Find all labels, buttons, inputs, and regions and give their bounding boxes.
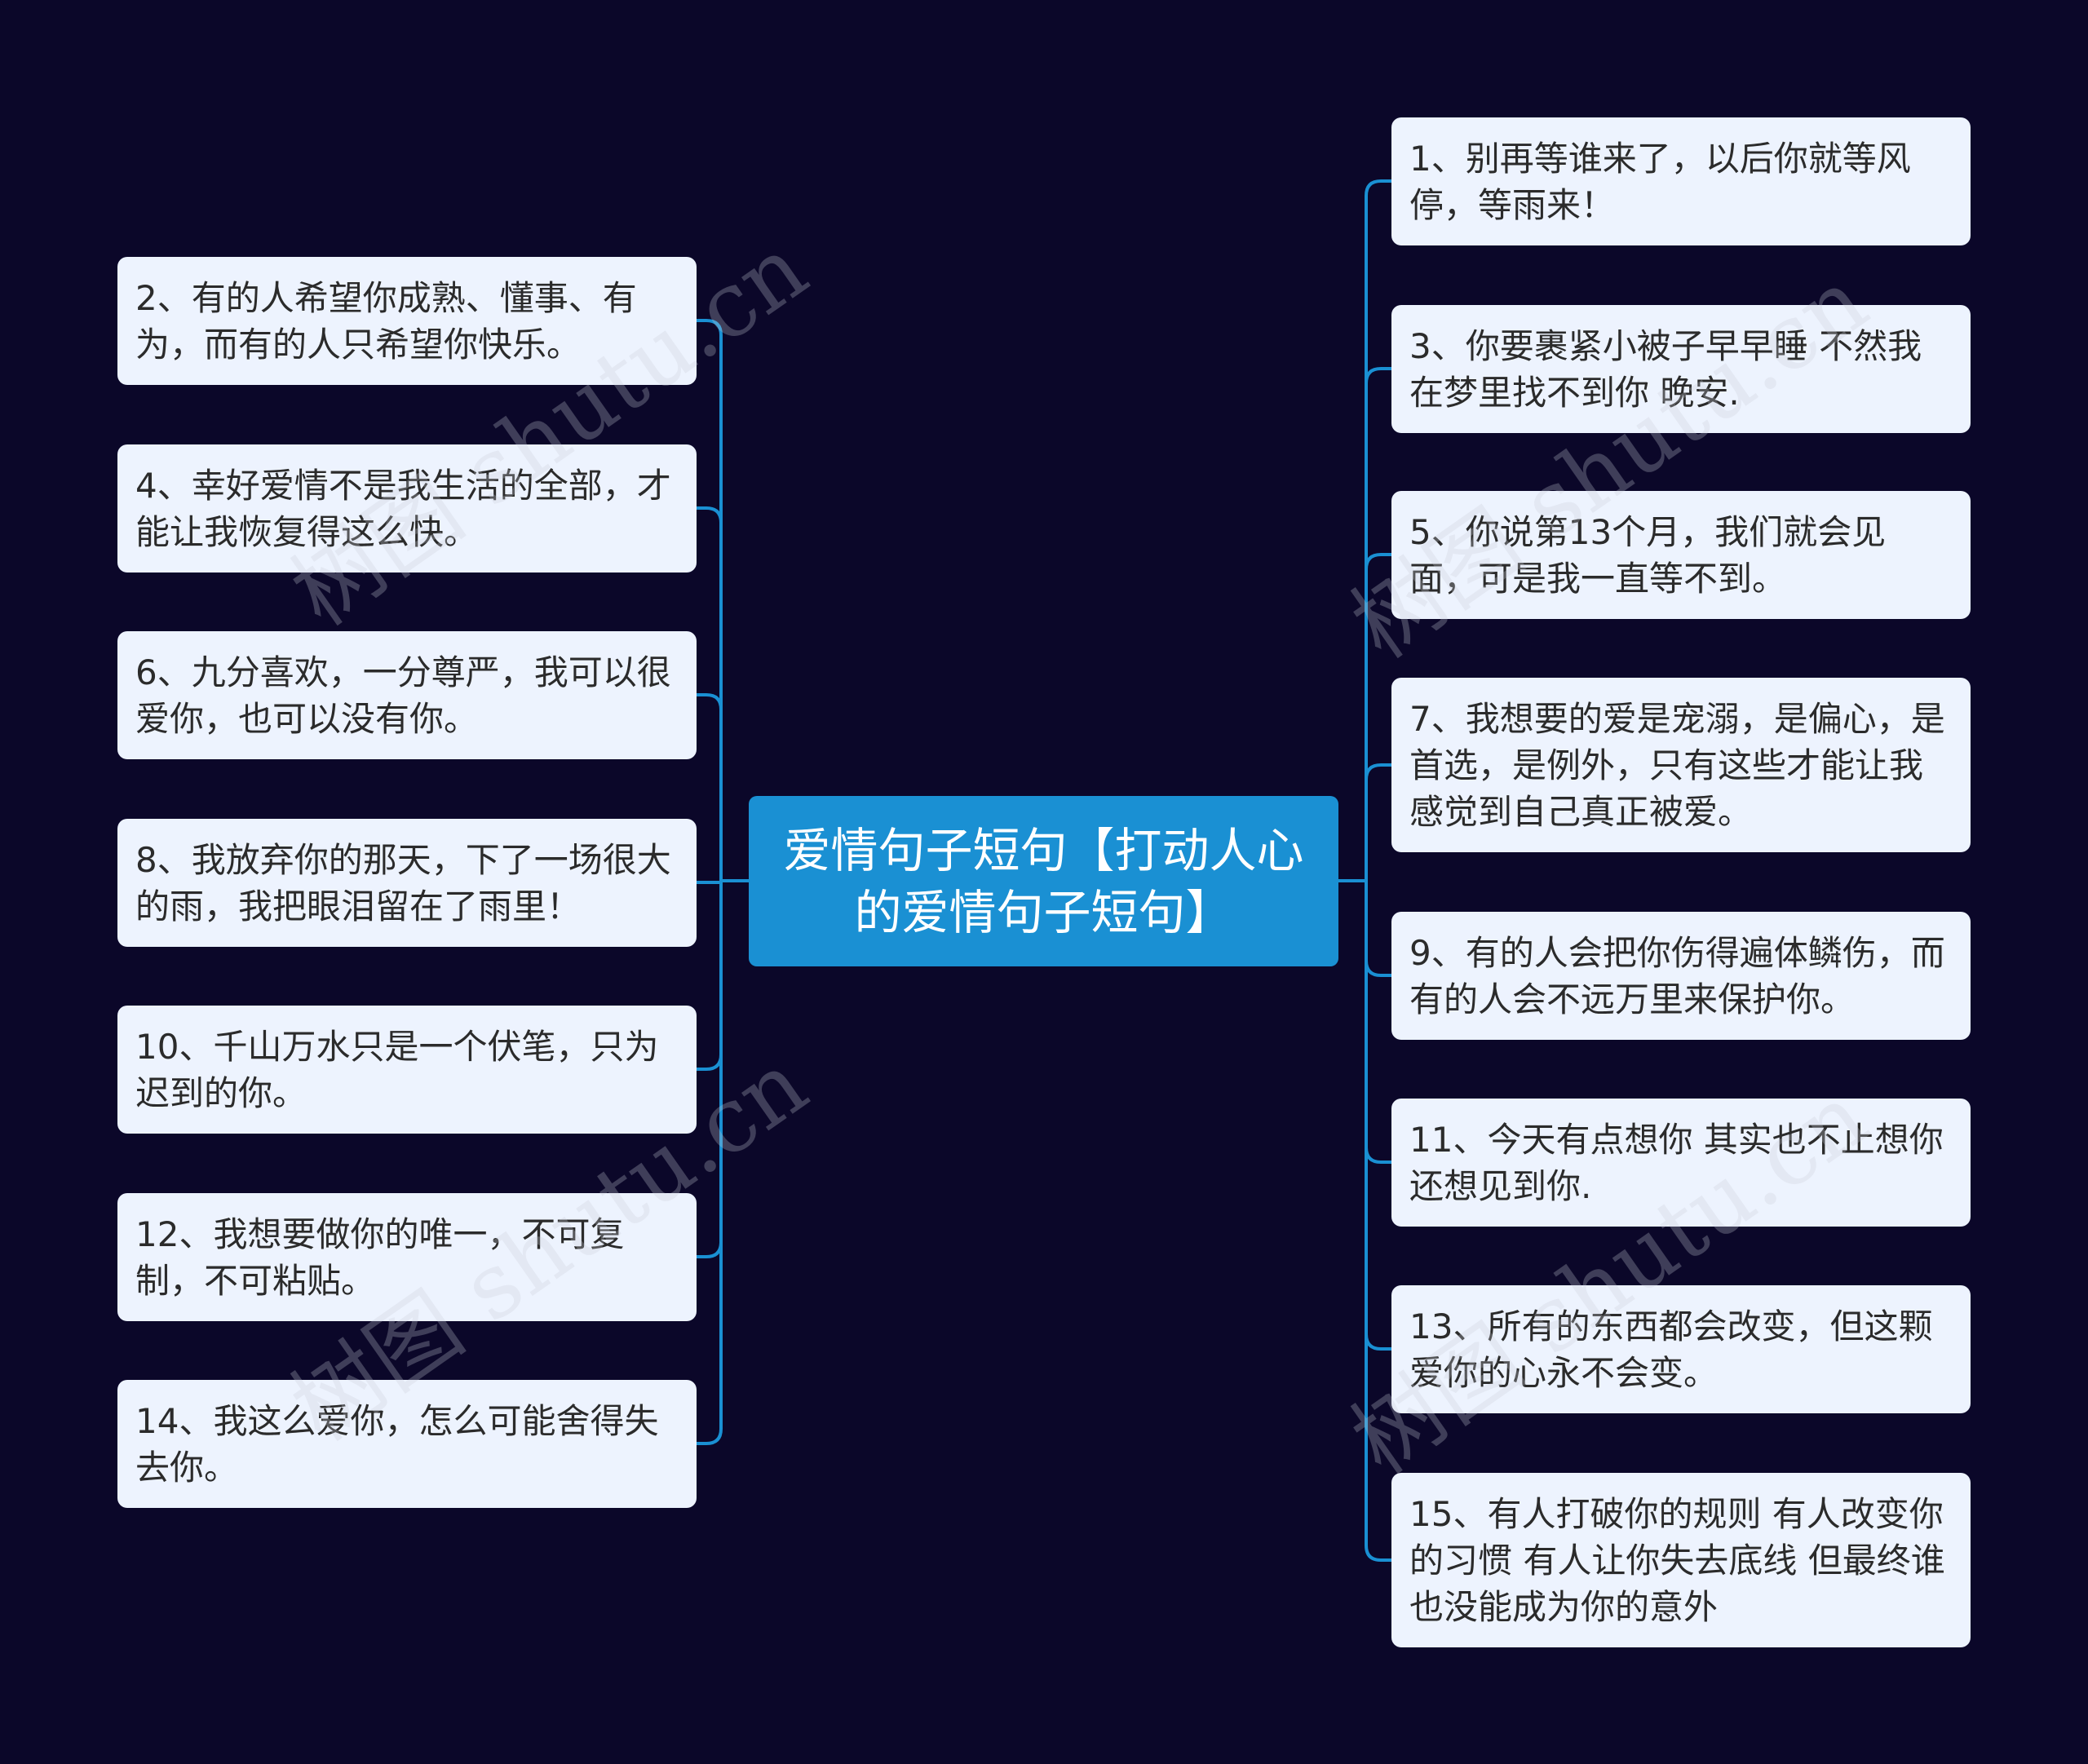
topic-node[interactable]: 1、别再等谁来了，以后你就等风停，等雨来！	[1391, 117, 1971, 245]
topic-node[interactable]: 14、我这么爱你，怎么可能舍得失去你。	[117, 1380, 697, 1508]
topic-text: 3、你要裹紧小被子早早睡 不然我在梦里找不到你 晚安.	[1409, 325, 1922, 413]
topic-node[interactable]: 12、我想要做你的唯一，不可复制，不可粘贴。	[117, 1193, 697, 1321]
topic-node[interactable]: 13、所有的东西都会改变，但这颗爱你的心永不会变。	[1391, 1285, 1971, 1413]
topic-text: 10、千山万水只是一个伏笔，只为迟到的你。	[135, 1026, 659, 1113]
topic-text: 11、今天有点想你 其实也不止想你 还想见到你.	[1409, 1119, 1944, 1206]
topic-node[interactable]: 9、有的人会把你伤得遍体鳞伤，而有的人会不远万里来保护你。	[1391, 912, 1971, 1040]
topic-node[interactable]: 10、千山万水只是一个伏笔，只为迟到的你。	[117, 1006, 697, 1134]
topic-text: 5、你说第13个月，我们就会见面，可是我一直等不到。	[1409, 511, 1887, 599]
topic-text: 8、我放弃你的那天，下了一场很大的雨，我把眼泪留在了雨里！	[135, 839, 671, 926]
topic-node[interactable]: 11、今天有点想你 其实也不止想你 还想见到你.	[1391, 1099, 1971, 1227]
topic-node[interactable]: 2、有的人希望你成熟、懂事、有为，而有的人只希望你快乐。	[117, 257, 697, 385]
topic-text: 6、九分喜欢，一分尊严，我可以很爱你，也可以没有你。	[135, 652, 671, 739]
topic-text: 1、别再等谁来了，以后你就等风停，等雨来！	[1409, 138, 1911, 225]
topic-text: 14、我这么爱你，怎么可能舍得失去你。	[135, 1400, 659, 1488]
topic-text: 7、我想要的爱是宠溺，是偏心，是首选，是例外，只有这些才能让我感觉到自己真正被爱…	[1409, 698, 1945, 832]
topic-node[interactable]: 6、九分喜欢，一分尊严，我可以很爱你，也可以没有你。	[117, 631, 697, 759]
topic-text: 12、我想要做你的唯一，不可复制，不可粘贴。	[135, 1214, 625, 1301]
central-topic[interactable]: 爱情句子短句【打动人心的爱情句子短句】	[749, 796, 1338, 966]
central-topic-text: 爱情句子短句【打动人心的爱情句子短句】	[783, 822, 1304, 940]
topic-text: 15、有人打破你的规则 有人改变你的习惯 有人让你失去底线 但最终谁也没能成为你…	[1409, 1493, 1945, 1627]
topic-node[interactable]: 5、你说第13个月，我们就会见面，可是我一直等不到。	[1391, 491, 1971, 619]
topic-node[interactable]: 15、有人打破你的规则 有人改变你的习惯 有人让你失去底线 但最终谁也没能成为你…	[1391, 1473, 1971, 1647]
topic-text: 4、幸好爱情不是我生活的全部，才能让我恢复得这么快。	[135, 465, 671, 552]
topic-node[interactable]: 3、你要裹紧小被子早早睡 不然我在梦里找不到你 晚安.	[1391, 305, 1971, 433]
topic-node[interactable]: 4、幸好爱情不是我生活的全部，才能让我恢复得这么快。	[117, 444, 697, 573]
topic-node[interactable]: 7、我想要的爱是宠溺，是偏心，是首选，是例外，只有这些才能让我感觉到自己真正被爱…	[1391, 678, 1971, 852]
topic-text: 13、所有的东西都会改变，但这颗爱你的心永不会变。	[1409, 1306, 1933, 1393]
topic-node[interactable]: 8、我放弃你的那天，下了一场很大的雨，我把眼泪留在了雨里！	[117, 819, 697, 947]
topic-text: 9、有的人会把你伤得遍体鳞伤，而有的人会不远万里来保护你。	[1409, 932, 1945, 1019]
topic-text: 2、有的人希望你成熟、懂事、有为，而有的人只希望你快乐。	[135, 277, 637, 365]
